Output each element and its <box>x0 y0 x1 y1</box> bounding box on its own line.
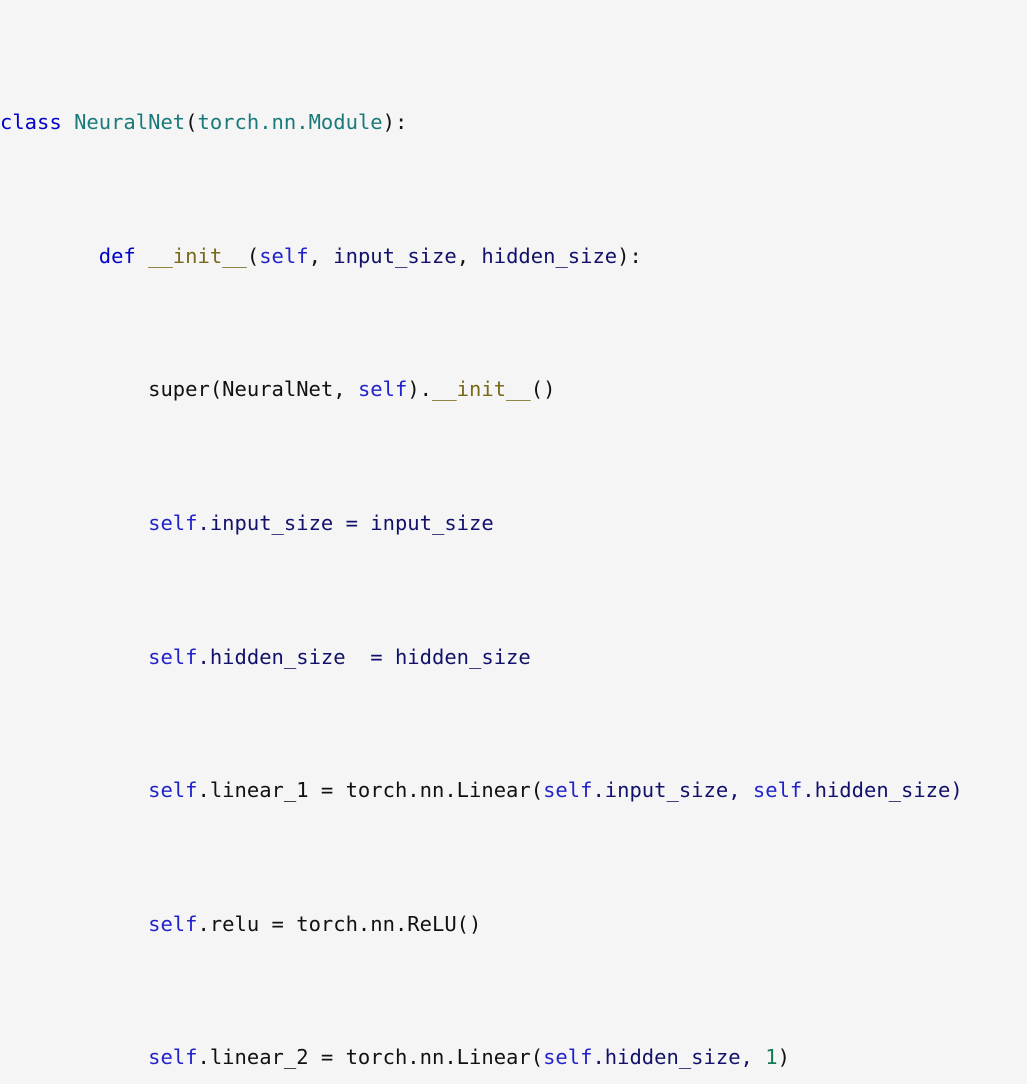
code-line-1[interactable]: class NeuralNet(torch.nn.Module): <box>0 106 963 139</box>
token-self: self <box>259 243 309 268</box>
token-indent <box>0 778 148 802</box>
token-indent <box>0 244 99 268</box>
token-self: self <box>357 377 408 402</box>
token-self: self <box>543 1045 593 1070</box>
token-base-class-module: torch.nn.Module <box>197 110 383 135</box>
token-assign-linear-1: .linear_1 = torch.nn.Linear( <box>197 778 544 803</box>
code-line-4[interactable]: self.input_size = input_size <box>0 507 963 540</box>
token-punct-open-paren: ( <box>246 243 260 268</box>
token-assign-relu: .relu = torch.nn.ReLU() <box>197 911 482 936</box>
token-indent <box>0 511 148 535</box>
token-class-name-neuralnet: NeuralNet <box>74 110 186 135</box>
token-indent <box>0 1045 148 1069</box>
token-number-literal-1: 1 <box>765 1045 778 1070</box>
token-function-name-init: __init__ <box>148 243 247 268</box>
code-line-3[interactable]: super(NeuralNet, self).__init__() <box>0 373 963 406</box>
token-self: self <box>148 778 198 803</box>
token-super-call: super(NeuralNet, <box>148 377 358 402</box>
token-punct-parens: () <box>530 377 556 402</box>
token-dunder-init: __init__ <box>432 377 531 402</box>
token-assign-hidden-size: .hidden_size = hidden_size <box>197 644 531 669</box>
token-self: self <box>148 911 198 936</box>
python-code-block[interactable]: class NeuralNet(torch.nn.Module): def __… <box>0 6 963 1084</box>
token-self: self <box>543 778 593 803</box>
token-arg-hidden-size: .hidden_size) <box>802 778 963 803</box>
code-line-6[interactable]: self.linear_1 = torch.nn.Linear(self.inp… <box>0 774 963 807</box>
token-self: self <box>148 1045 198 1070</box>
token-punct-close-paren: ) <box>777 1045 790 1070</box>
token-self: self <box>148 644 198 669</box>
token-indent <box>0 377 148 401</box>
token-param-input-size: input_size <box>333 243 457 268</box>
code-line-5[interactable]: self.hidden_size = hidden_size <box>0 641 963 674</box>
token-punct-close-colon: ): <box>617 243 642 268</box>
code-line-8[interactable]: self.linear_2 = torch.nn.Linear(self.hid… <box>0 1041 963 1074</box>
token-arg-hidden-size: .hidden_size, <box>592 1045 766 1070</box>
token-punct-comma: , <box>456 243 482 268</box>
token-assign-linear-2: .linear_2 = torch.nn.Linear( <box>197 1045 544 1070</box>
token-self: self <box>752 778 803 803</box>
code-line-2[interactable]: def __init__(self, input_size, hidden_si… <box>0 240 963 273</box>
code-line-7[interactable]: self.relu = torch.nn.ReLU() <box>0 908 963 941</box>
token-indent <box>0 645 148 669</box>
token-assign-input-size: .input_size = input_size <box>197 511 494 536</box>
token-punct-close-colon: ): <box>382 110 408 135</box>
token-keyword-def: def <box>98 243 149 268</box>
token-indent <box>0 912 148 936</box>
token-punct-comma: , <box>308 243 334 268</box>
token-arg-input-size: .input_size, <box>592 778 753 803</box>
token-punct-open-paren: ( <box>185 110 198 135</box>
token-self: self <box>148 511 198 536</box>
token-keyword-class: class <box>0 110 75 135</box>
token-param-hidden-size: hidden_size <box>481 243 618 268</box>
token-punct-dot: ). <box>407 377 432 402</box>
